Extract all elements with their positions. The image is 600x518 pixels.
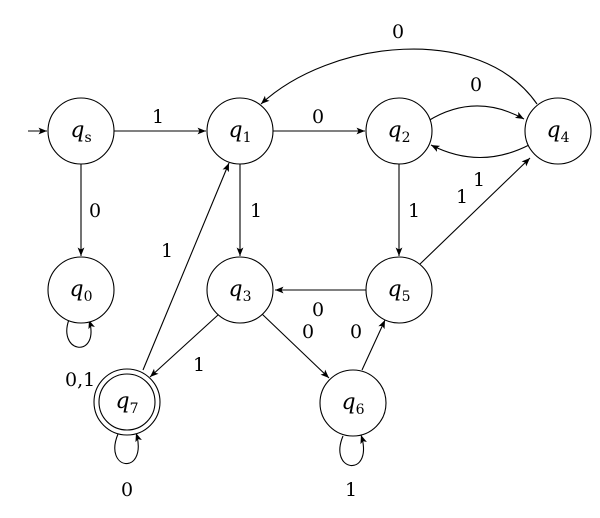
edge-label: 0 xyxy=(312,299,324,321)
edge-q5-q3: 0 xyxy=(275,286,366,321)
edge-q6-q5: 0 xyxy=(350,319,386,371)
edge-q1-q2: 0 xyxy=(273,106,365,135)
edge-q6-self: 1 xyxy=(339,434,367,501)
edge-label: 1 xyxy=(250,200,262,222)
edge-label: 1 xyxy=(456,186,468,208)
svg-text:q0: q0 xyxy=(69,277,92,305)
state-q7-accepting: q7 xyxy=(93,368,161,436)
svg-text:q3: q3 xyxy=(228,277,251,305)
edge-label: 1 xyxy=(161,240,173,262)
edge-q3-q7: 1 xyxy=(149,314,219,378)
edge-q0-self: 0,1 xyxy=(65,316,95,391)
edge-qs-q0: 0 xyxy=(77,164,101,256)
edge-label: 1 xyxy=(152,106,164,128)
edge-q7-q1: 1 xyxy=(142,162,230,371)
edge-label: 0 xyxy=(312,106,324,128)
edge-label: 1 xyxy=(473,169,485,191)
edge-label: 1 xyxy=(408,200,420,222)
svg-text:q2: q2 xyxy=(387,118,410,146)
svg-text:q7: q7 xyxy=(115,389,138,417)
svg-text:qs: qs xyxy=(70,118,91,146)
state-q2: q2 xyxy=(365,97,433,165)
state-q0: q0 xyxy=(47,256,115,324)
svg-text:q4: q4 xyxy=(546,118,569,146)
state-qs: qs xyxy=(47,97,115,165)
svg-text:q6: q6 xyxy=(341,390,364,418)
edge-q3-q6: 0 xyxy=(261,313,330,379)
edge-q4-q2: 1 xyxy=(430,144,530,191)
edge-q2-q4: 0 xyxy=(427,74,525,122)
edge-label: 0 xyxy=(89,200,101,222)
edge-label: 0 xyxy=(470,74,482,96)
edge-label: 0 xyxy=(302,321,314,343)
svg-text:q1: q1 xyxy=(228,118,251,146)
edge-q7-self: 0 xyxy=(114,432,142,501)
edge-label: 1 xyxy=(345,479,357,501)
edge-label: 0 xyxy=(392,21,404,43)
edge-label: 0 xyxy=(121,479,133,501)
edge-label: 0 xyxy=(350,321,362,343)
state-q4: q4 xyxy=(524,97,592,165)
state-q3: q3 xyxy=(206,256,274,324)
state-q1: q1 xyxy=(206,97,274,165)
edge-label: 0,1 xyxy=(65,369,95,391)
edge-label: 1 xyxy=(193,354,205,376)
edge-qs-q1: 1 xyxy=(114,106,206,135)
edge-q4-q1: 0 xyxy=(260,21,538,105)
state-q5: q5 xyxy=(365,256,433,324)
edge-q5-q4: 1 xyxy=(418,157,531,266)
svg-text:q5: q5 xyxy=(387,277,410,305)
edge-q1-q3: 1 xyxy=(236,164,262,256)
edge-q2-q5: 1 xyxy=(395,164,420,256)
state-q6: q6 xyxy=(319,369,387,437)
